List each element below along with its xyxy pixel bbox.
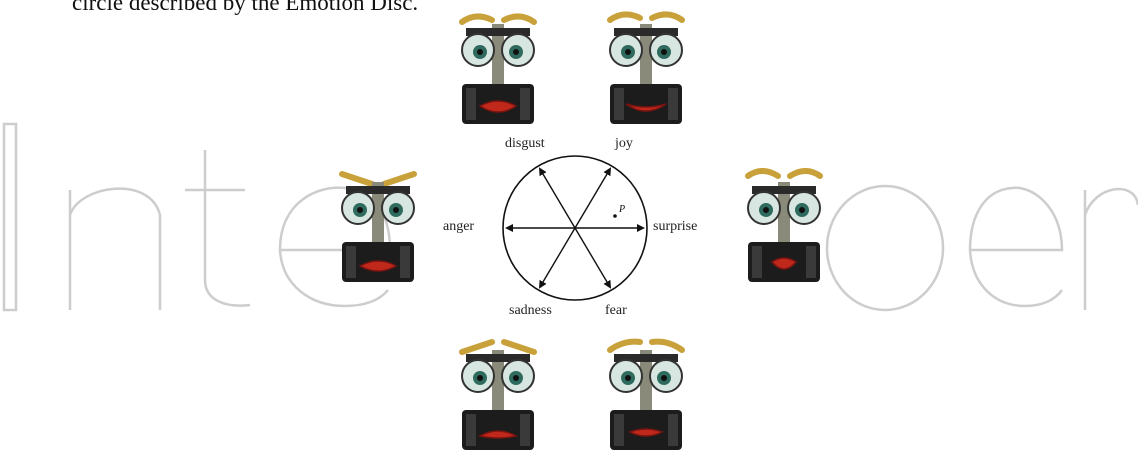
label-anger: anger	[443, 219, 474, 235]
watermark-letter-i	[4, 124, 16, 310]
robot-face-surprise	[738, 168, 830, 288]
robot-face-graphic	[452, 336, 544, 456]
robot-face-joy	[600, 10, 692, 130]
label-fear: fear	[605, 303, 627, 319]
label-surprise: surprise	[653, 219, 697, 235]
watermark-letter-e2	[970, 188, 1062, 250]
eyebrow-graphic	[462, 16, 534, 22]
point-p	[613, 214, 617, 218]
watermark-letter-t	[185, 150, 250, 306]
arrow-disgust	[540, 169, 575, 228]
point-p-label: P	[618, 204, 625, 215]
eyebrow-graphic	[610, 14, 682, 20]
robot-face-disgust	[452, 10, 544, 130]
arrow-joy	[575, 169, 610, 228]
eyebrow-graphic	[610, 342, 682, 350]
emotion-disc-figure: P disgust joy anger surprise sadness fea…	[330, 6, 832, 444]
arrow-fear	[575, 228, 610, 287]
robot-face-graphic	[738, 168, 830, 288]
watermark-letter-n	[70, 189, 160, 310]
label-disgust: disgust	[505, 136, 545, 152]
robot-face-graphic	[452, 10, 544, 130]
robot-face-graphic	[600, 10, 692, 130]
label-joy: joy	[615, 136, 633, 152]
watermark-letter-o2	[827, 186, 943, 310]
robot-face-anger	[332, 168, 424, 288]
robot-face-sadness	[452, 336, 544, 456]
robot-face-graphic	[332, 168, 424, 288]
watermark-letter-n2	[1085, 189, 1138, 310]
eyebrow-graphic	[748, 171, 820, 176]
robot-face-graphic	[600, 336, 692, 456]
robot-face-fear	[600, 336, 692, 456]
label-sadness: sadness	[509, 303, 552, 319]
arrow-sadness	[540, 228, 575, 287]
